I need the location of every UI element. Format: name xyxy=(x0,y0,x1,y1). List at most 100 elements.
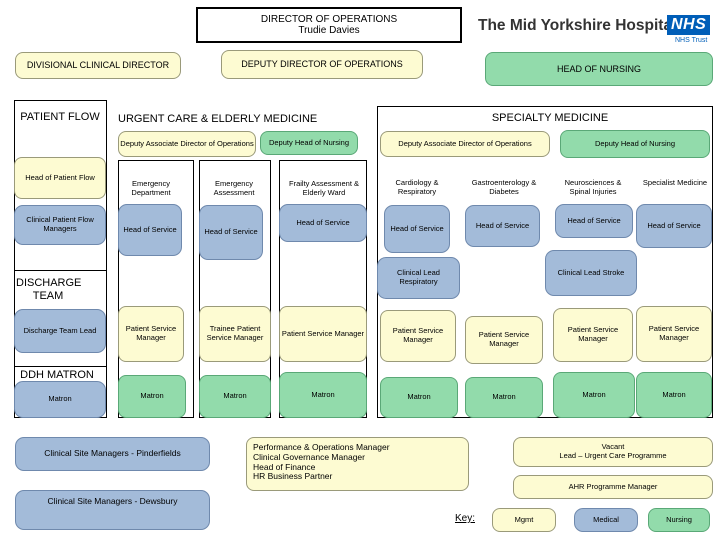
specialist-medicine-manager-box: Patient Service Manager xyxy=(636,306,712,362)
ea-matron-label: Matron xyxy=(223,391,247,401)
emergency-department-manager-box: Patient Service Manager xyxy=(118,306,184,362)
specialty-medicine-title: SPECIALTY MEDICINE xyxy=(491,112,609,124)
ea-manager-label: Trainee Patient Service Manager xyxy=(206,324,264,342)
key-medical-box: Medical xyxy=(574,508,638,532)
urgent-care-title: URGENT CARE & ELDERLY MEDICINE xyxy=(118,113,318,125)
ea-head-label: Head of Service xyxy=(204,227,258,237)
neurosciences-matron-box: Matron xyxy=(553,372,635,418)
specialty-deputy-assoc-label: Deputy Associate Director of Operations xyxy=(398,138,532,148)
frailty-manager-box: Patient Service Manager xyxy=(279,306,367,362)
key-nursing-box: Nursing xyxy=(648,508,710,532)
neuro-matron-label: Matron xyxy=(582,389,606,399)
gastro-matron-label: Matron xyxy=(492,392,516,402)
dewsbury-label: Clinical Site Managers - Dewsbury xyxy=(47,496,178,506)
cardiology-manager-box: Patient Service Manager xyxy=(380,310,456,362)
frailty-manager-label: Patient Service Manager xyxy=(281,328,365,338)
ddh-matron-label: Matron xyxy=(48,394,72,404)
ddh-matron-box: Matron xyxy=(14,381,106,418)
performance-line-1: Performance & Operations Manager xyxy=(253,442,390,452)
gastro-manager-label: Patient Service Manager xyxy=(478,330,530,348)
frailty-head-label: Head of Service xyxy=(296,217,350,227)
emergency-assessment-manager-box: Trainee Patient Service Manager xyxy=(199,306,271,362)
cardiology-label: Cardiology & Respiratory xyxy=(395,178,439,196)
specialist-medicine-label: Specialist Medicine xyxy=(642,178,708,187)
patient-flow-column xyxy=(14,100,107,418)
urgent-deputy-nursing-box: Deputy Head of Nursing xyxy=(260,131,358,155)
nhs-logo-icon: NHS xyxy=(667,15,711,35)
clinical-site-managers-pinderfields-box: Clinical Site Managers - Pinderfields xyxy=(15,437,210,471)
patient-flow-managers-label: Clinical Patient Flow Managers xyxy=(26,215,94,233)
frailty-matron-box: Matron xyxy=(279,372,367,418)
key-medical-label: Medical xyxy=(593,514,619,524)
specialist-medicine-head-box: Head of Service xyxy=(636,204,712,248)
clinical-lead-respiratory-box: Clinical Lead Respiratory xyxy=(377,257,460,299)
gastroenterology-matron-box: Matron xyxy=(465,377,543,418)
head-of-patient-flow-box: Head of Patient Flow xyxy=(14,157,106,199)
gastroenterology-manager-box: Patient Service Manager xyxy=(465,316,543,364)
cardiology-matron-box: Matron xyxy=(380,377,458,418)
neurosciences-label: Neurosciences & Spinal Injuries xyxy=(564,178,622,196)
emergency-assessment-label: Emergency Assessment xyxy=(213,179,255,197)
key-mgmt-label: Mgmt xyxy=(514,514,534,524)
emergency-department-matron-box: Matron xyxy=(118,375,186,418)
specialty-deputy-assoc-box: Deputy Associate Director of Operations xyxy=(380,131,550,157)
lead-urgent-care-label: Lead – Urgent Care Programme xyxy=(559,451,667,460)
ddh-divider xyxy=(14,366,107,367)
discharge-team-title: DISCHARGE TEAM xyxy=(16,277,82,302)
key-nursing-label: Nursing xyxy=(666,514,692,524)
specialty-deputy-nursing-label: Deputy Head of Nursing xyxy=(594,138,676,148)
deputy-director-label: DEPUTY DIRECTOR OF OPERATIONS xyxy=(241,59,403,70)
gastroenterology-label: Gastroenterology & Diabetes xyxy=(471,178,537,196)
ahr-label: AHR Programme Manager xyxy=(568,481,658,491)
neuro-head-label: Head of Service xyxy=(567,215,621,225)
vacant-lead-box: Vacant Lead – Urgent Care Programme xyxy=(513,437,713,467)
frailty-assessment-label: Frailty Assessment & Elderly Ward xyxy=(288,179,360,197)
performance-operations-box: Performance & Operations Manager Clinica… xyxy=(246,437,469,491)
discharge-divider xyxy=(14,270,107,271)
specialist-head-label: Head of Service xyxy=(647,220,701,230)
deputy-director-box: DEPUTY DIRECTOR OF OPERATIONS xyxy=(221,50,423,79)
key-mgmt-box: Mgmt xyxy=(492,508,556,532)
clinical-lead-stroke-label: Clinical Lead Stroke xyxy=(557,267,625,277)
head-nursing-label: HEAD OF NURSING xyxy=(556,63,641,74)
emergency-department-label: Emergency Department xyxy=(131,179,171,197)
divisional-label: DIVISIONAL CLINICAL DIRECTOR xyxy=(26,60,170,71)
ed-head-label: Head of Service xyxy=(123,224,177,234)
neurosciences-manager-box: Patient Service Manager xyxy=(553,308,633,362)
nhs-trust-label: NHS Trust xyxy=(675,37,708,44)
trust-logo-text: The Mid Yorkshire Hospitals xyxy=(478,17,686,34)
urgent-deputy-assoc-box: Deputy Associate Director of Operations xyxy=(118,131,256,157)
urgent-deputy-nursing-label: Deputy Head of Nursing xyxy=(268,137,350,147)
urgent-deputy-assoc-label: Deputy Associate Director of Operations xyxy=(120,138,254,148)
specialist-medicine-matron-box: Matron xyxy=(636,372,712,418)
ahr-programme-manager-box: AHR Programme Manager xyxy=(513,475,713,499)
clinical-patient-flow-managers-box: Clinical Patient Flow Managers xyxy=(14,205,106,245)
specialist-manager-label: Patient Service Manager xyxy=(648,324,700,342)
emergency-department-head-box: Head of Service xyxy=(118,204,182,256)
director-title: DIRECTOR OF OPERATIONS xyxy=(260,13,398,25)
cardiology-head-box: Head of Service xyxy=(384,205,450,253)
cardiology-manager-label: Patient Service Manager xyxy=(392,326,444,344)
performance-line-3: Head of Finance xyxy=(253,461,316,472)
cardiology-matron-label: Matron xyxy=(407,392,431,402)
ddh-matron-title: DDH MATRON xyxy=(20,369,94,381)
key-label: Key: xyxy=(454,513,475,524)
head-of-nursing-box: HEAD OF NURSING xyxy=(485,52,713,86)
gastro-head-label: Head of Service xyxy=(475,220,530,230)
pinderfields-label: Clinical Site Managers - Pinderfields xyxy=(44,448,181,459)
cardiology-head-label: Head of Service xyxy=(390,223,444,233)
head-patient-flow-label: Head of Patient Flow xyxy=(25,172,95,182)
frailty-matron-label: Matron xyxy=(311,389,335,399)
gastroenterology-head-box: Head of Service xyxy=(465,205,540,247)
patient-flow-title: PATIENT FLOW xyxy=(20,111,100,123)
director-name: Trudie Davies xyxy=(298,25,360,36)
discharge-team-lead-box: Discharge Team Lead xyxy=(14,309,106,353)
director-of-operations-box: DIRECTOR OF OPERATIONS Trudie Davies xyxy=(196,7,462,43)
vacant-label: Vacant xyxy=(601,442,625,452)
clinical-lead-stroke-box: Clinical Lead Stroke xyxy=(545,250,637,296)
performance-line-4: HR Business Partner xyxy=(253,471,333,482)
specialty-deputy-nursing-box: Deputy Head of Nursing xyxy=(560,130,710,158)
frailty-head-box: Head of Service xyxy=(279,204,367,242)
clinical-lead-resp-label: Clinical Lead Respiratory xyxy=(397,268,440,286)
performance-line-2: Clinical Governance Manager xyxy=(253,451,365,462)
